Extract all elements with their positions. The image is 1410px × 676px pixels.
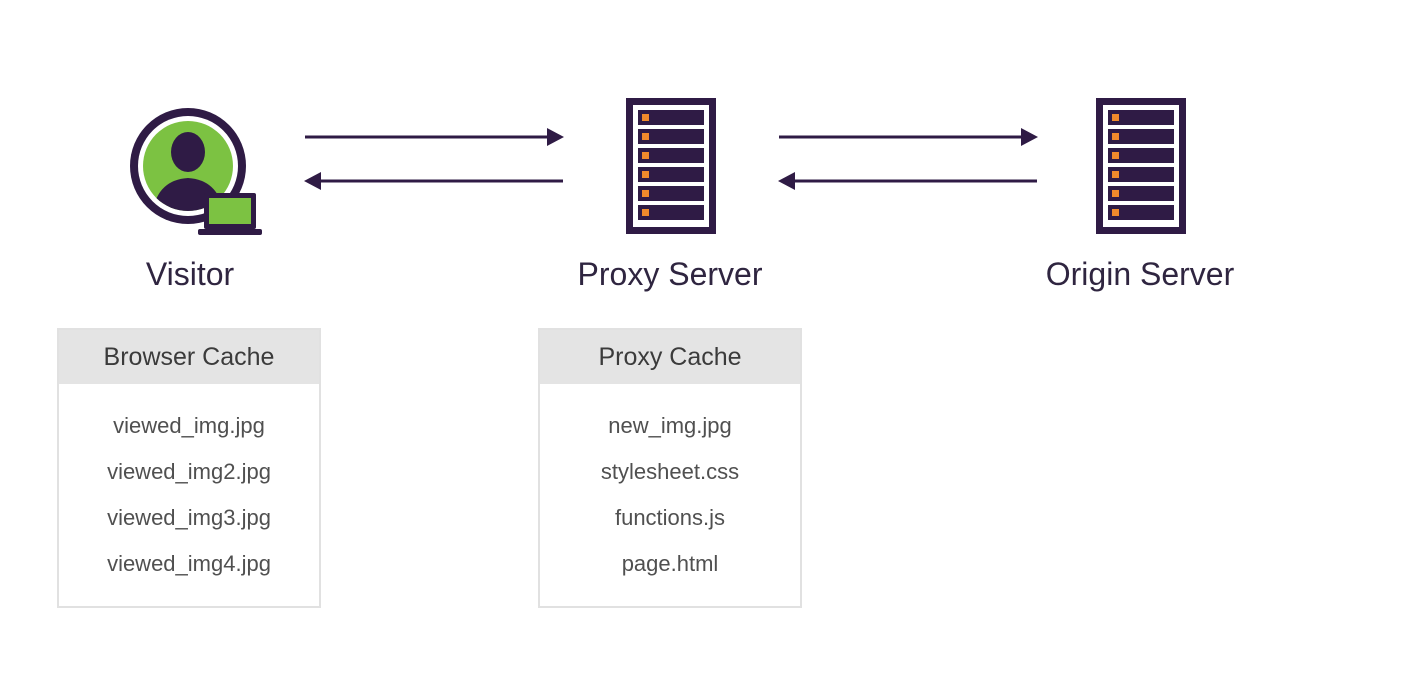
proxy-cache-title: Proxy Cache — [540, 330, 800, 384]
proxy-cache-box: Proxy Cache new_img.jpg stylesheet.css f… — [538, 328, 802, 608]
proxy-cache-list: new_img.jpg stylesheet.css functions.js … — [540, 384, 800, 592]
list-item: functions.js — [614, 505, 726, 530]
server-rack-icon — [1096, 98, 1186, 234]
visitor-label: Visitor — [145, 256, 235, 292]
browser-cache-box: Browser Cache viewed_img.jpg viewed_img2… — [57, 328, 321, 608]
list-item: page.html — [621, 551, 719, 576]
list-item: viewed_img2.jpg — [107, 459, 271, 484]
browser-cache-title: Browser Cache — [59, 330, 319, 384]
list-item: viewed_img4.jpg — [107, 551, 271, 576]
server-rack-icon — [626, 98, 716, 234]
arrow-origin-to-proxy — [778, 172, 1037, 190]
origin-server-label: Origin Server — [1045, 256, 1235, 292]
list-item: new_img.jpg — [608, 413, 732, 438]
browser-cache-list: viewed_img.jpg viewed_img2.jpg viewed_im… — [59, 384, 319, 592]
list-item: stylesheet.css — [600, 459, 740, 484]
list-item: viewed_img3.jpg — [107, 505, 271, 530]
user-with-laptop-icon — [130, 108, 262, 235]
arrow-proxy-to-origin — [779, 128, 1038, 146]
arrow-proxy-to-visitor — [304, 172, 563, 190]
arrow-visitor-to-proxy — [305, 128, 564, 146]
list-item: viewed_img.jpg — [113, 413, 265, 438]
proxy-server-label: Proxy Server — [577, 256, 763, 292]
